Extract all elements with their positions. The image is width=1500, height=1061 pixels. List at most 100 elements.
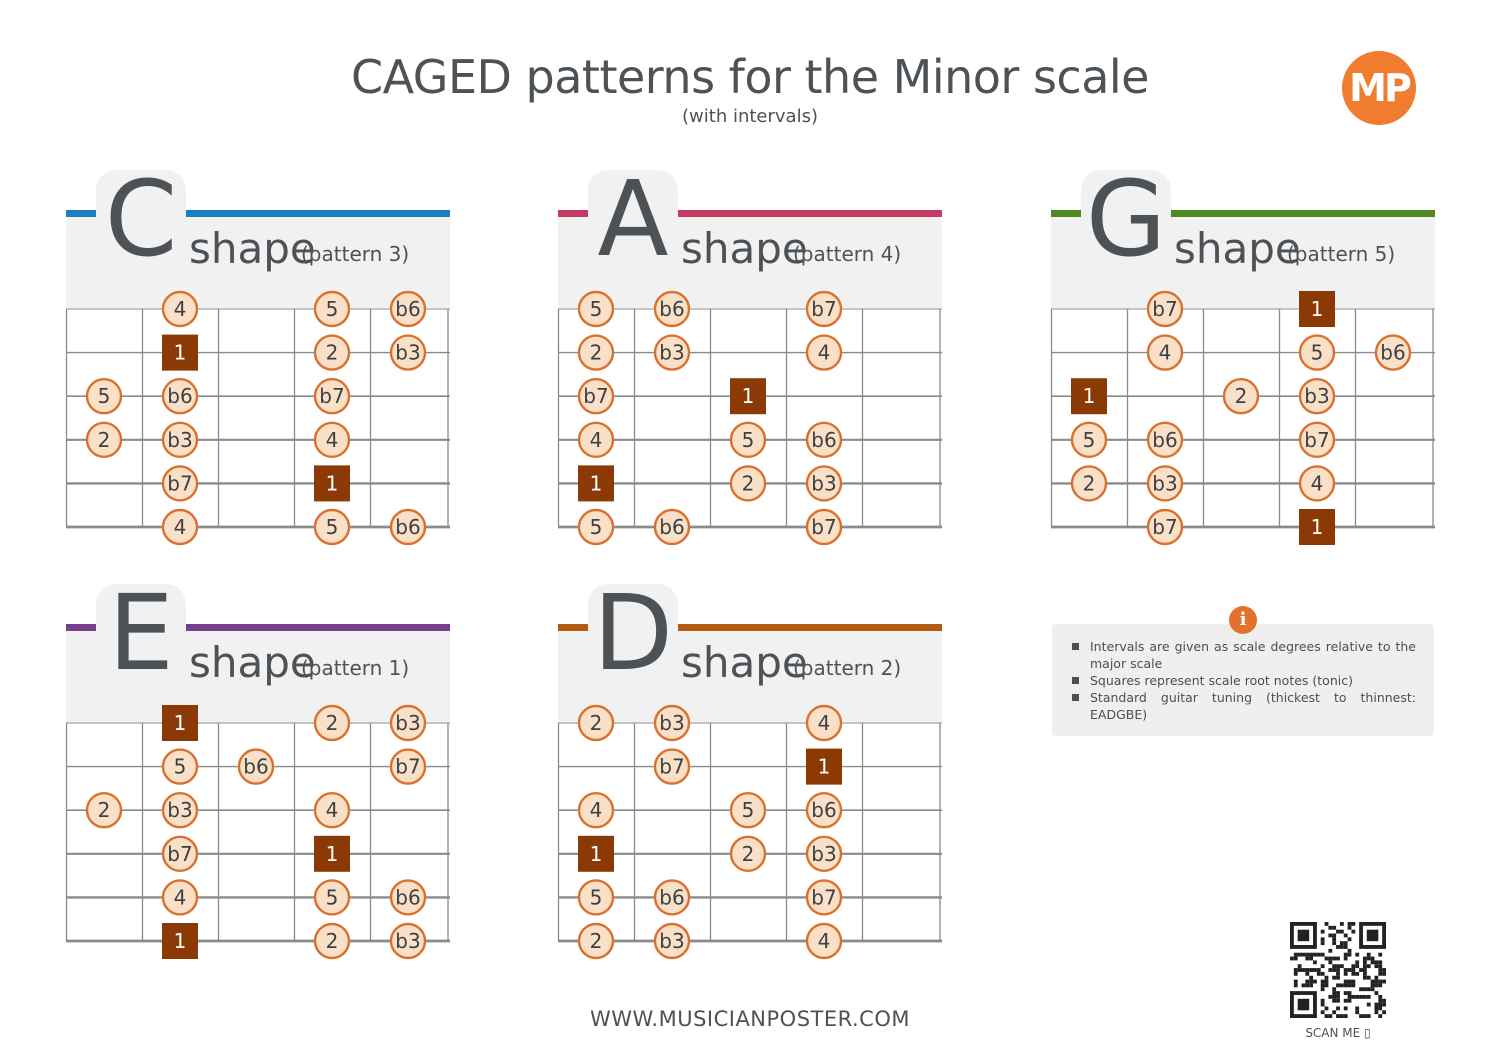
scale-note: 5 [161,748,199,785]
note-label: b6 [659,515,684,539]
root-note: 1 [314,835,350,872]
root-note: 1 [162,334,198,371]
note-label: 5 [590,885,603,909]
scale-note: b3 [389,334,427,371]
note-label: 5 [1311,341,1324,365]
note-label: 5 [326,515,339,539]
note-circle [805,922,843,960]
note-label: 1 [590,471,603,495]
note-label: 5 [174,755,187,779]
note-circle [805,508,843,546]
scale-note: 4 [577,421,615,458]
shape-label: shape [681,638,808,687]
note-circle [653,922,691,960]
root-note: 1 [730,378,766,415]
root-note: 1 [162,705,198,741]
shape-letter: G [1085,158,1167,280]
pattern-label: (pattern 2) [793,656,902,680]
page-title: CAGED patterns for the Minor scale [351,50,1149,104]
note-label: 5 [742,428,755,452]
note-label: b3 [395,929,420,953]
note-circle [313,377,351,415]
note-circle [805,465,843,502]
note-circle [161,508,199,546]
shape-label: shape [189,224,316,273]
phone-icon: ▯ [1364,1026,1371,1040]
accent-bar [558,624,942,631]
letter-tab [96,584,186,694]
scale-note: 2 [577,334,615,371]
note-label: 2 [590,929,603,953]
note-circle [729,835,767,872]
scale-note: b3 [653,704,691,742]
scale-note: b7 [161,835,199,872]
root-square [1299,291,1335,327]
scale-note: b7 [653,748,691,785]
note-label: 4 [818,341,831,365]
scale-note: b6 [1374,334,1412,371]
page-subtitle: (with intervals) [682,106,818,127]
note-label: b7 [583,384,608,408]
root-square [578,835,614,872]
note-circle [313,791,351,829]
note-circle [1070,465,1108,502]
scale-note: b6 [805,791,843,829]
note-circle [85,791,123,829]
root-note: 1 [1071,378,1107,415]
info-list: Intervals are given as scale degrees rel… [1072,638,1416,723]
note-circle [577,791,615,829]
note-circle [313,334,351,371]
scale-note: b6 [389,879,427,916]
scale-note: b3 [389,704,427,742]
note-label: 4 [174,515,187,539]
note-circle [389,290,427,328]
note-label: 2 [326,929,339,953]
scale-note: 5 [577,508,615,546]
scale-note: 4 [1146,334,1184,371]
scale-note: b7 [161,465,199,502]
note-circle [1146,465,1184,502]
note-label: b6 [811,798,836,822]
scale-note: b7 [1146,508,1184,546]
info-item-tuning: Standard guitar tuning (thickest to thin… [1072,689,1416,723]
note-circle [577,421,615,458]
note-label: b6 [395,885,420,909]
scale-note: 5 [85,377,123,415]
scale-note: 5 [313,879,351,916]
note-circle [313,421,351,458]
note-label: b6 [659,885,684,909]
note-label: 4 [818,929,831,953]
scale-note: b3 [653,334,691,371]
website-link[interactable]: WWW.MUSICIANPOSTER.COM [590,1007,910,1031]
note-circle [729,465,767,502]
scale-note: b7 [805,879,843,916]
scale-note: 4 [805,334,843,371]
accent-bar [558,210,942,217]
note-circle [577,508,615,546]
note-label: 1 [1311,515,1324,539]
note-circle [1070,421,1108,458]
pattern-label: (pattern 1) [301,656,410,680]
pattern-label: (pattern 3) [301,242,410,266]
note-label: b6 [1152,428,1177,452]
note-label: b7 [811,297,836,321]
qr-code[interactable] [1290,922,1386,1018]
note-circle [1146,334,1184,371]
note-circle [313,922,351,960]
scale-note: b7 [1146,290,1184,328]
note-label: 5 [742,798,755,822]
scale-note: 2 [729,835,767,872]
note-label: 4 [1311,471,1324,495]
note-label: b6 [243,755,268,779]
note-label: 2 [590,711,603,735]
note-circle [313,508,351,546]
note-circle [577,704,615,742]
note-circle [729,421,767,458]
root-note: 1 [162,923,198,959]
note-label: b7 [395,755,420,779]
note-label: b6 [659,297,684,321]
scale-note: 4 [1298,465,1336,502]
note-circle [653,508,691,546]
